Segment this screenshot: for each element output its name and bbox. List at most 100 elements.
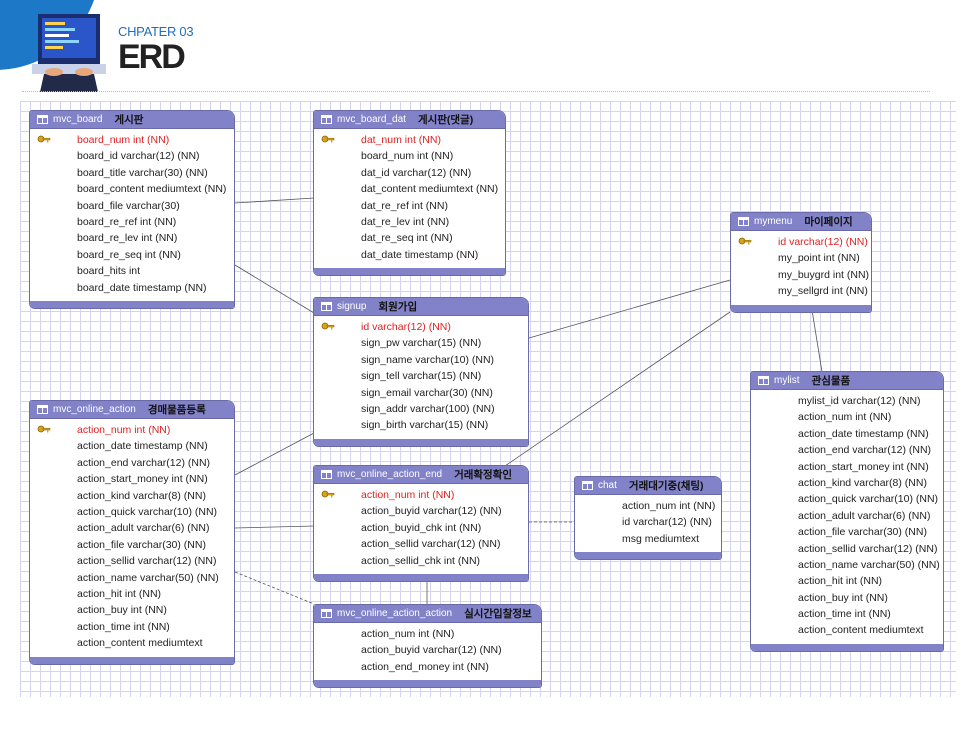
column-row[interactable]: action_content mediumtext xyxy=(30,635,234,651)
primary-key-column[interactable]: dat_num int (NN) xyxy=(314,132,505,148)
column-row[interactable]: action_num int (NN) xyxy=(575,498,721,514)
column-row[interactable]: action_sellid varchar(12) (NN) xyxy=(30,553,234,569)
table-label: 실시간입찰정보 xyxy=(464,608,532,620)
column-row[interactable]: action_sellid_chk int (NN) xyxy=(314,553,528,569)
column-row[interactable]: dat_date timestamp (NN) xyxy=(314,247,505,263)
column-row[interactable]: action_start_money int (NN) xyxy=(751,459,943,475)
column-row[interactable]: board_title varchar(30) (NN) xyxy=(30,165,234,181)
column-row[interactable]: dat_content mediumtext (NN) xyxy=(314,181,505,197)
primary-key-column[interactable]: id varchar(12) (NN) xyxy=(731,234,871,250)
column-row[interactable]: action_kind varchar(8) (NN) xyxy=(751,475,943,491)
primary-key-icon xyxy=(738,236,752,246)
column-row[interactable]: dat_re_seq int (NN) xyxy=(314,230,505,246)
table-icon xyxy=(582,481,593,490)
link-mymenu-actionend xyxy=(504,311,731,467)
column-row[interactable]: action_time int (NN) xyxy=(30,619,234,635)
column-row[interactable]: action_buyid_chk int (NN) xyxy=(314,520,528,536)
column-row[interactable]: action_adult varchar(6) (NN) xyxy=(751,508,943,524)
column-row[interactable]: action_quick varchar(10) (NN) xyxy=(30,504,234,520)
column-row[interactable]: action_time int (NN) xyxy=(751,606,943,622)
link-action-actionend xyxy=(234,525,315,529)
column-row[interactable]: action_date timestamp (NN) xyxy=(30,438,234,454)
column-row[interactable]: action_hit int (NN) xyxy=(30,586,234,602)
column-row[interactable]: action_start_money int (NN) xyxy=(30,471,234,487)
column-row[interactable]: my_buygrd int (NN) xyxy=(731,267,871,283)
column-text: dat_num int (NN) xyxy=(361,134,441,146)
column-row[interactable]: action_end varchar(12) (NN) xyxy=(30,455,234,471)
column-row[interactable]: msg mediumtext xyxy=(575,531,721,547)
column-row[interactable]: action_date timestamp (NN) xyxy=(751,426,943,442)
column-row[interactable]: action_file varchar(30) (NN) xyxy=(751,524,943,540)
column-row[interactable]: action_buyid varchar(12) (NN) xyxy=(314,642,541,658)
column-row[interactable]: sign_name varchar(10) (NN) xyxy=(314,352,528,368)
table-footer xyxy=(30,657,234,664)
column-row[interactable]: sign_pw varchar(15) (NN) xyxy=(314,335,528,351)
column-row[interactable]: sign_birth varchar(15) (NN) xyxy=(314,417,528,433)
column-text: action_kind varchar(8) (NN) xyxy=(77,489,206,502)
column-row[interactable]: board_hits int xyxy=(30,263,234,279)
column-row[interactable]: action_kind varchar(8) (NN) xyxy=(30,488,234,504)
column-row[interactable]: my_point int (NN) xyxy=(731,250,871,266)
column-row[interactable]: dat_re_ref int (NN) xyxy=(314,198,505,214)
column-row[interactable]: action_quick varchar(10) (NN) xyxy=(751,491,943,507)
column-row[interactable]: board_re_ref int (NN) xyxy=(30,214,234,230)
column-row[interactable]: dat_id varchar(12) (NN) xyxy=(314,165,505,181)
column-row[interactable]: action_adult varchar(6) (NN) xyxy=(30,520,234,536)
column-row[interactable]: action_end varchar(12) (NN) xyxy=(751,442,943,458)
column-row[interactable]: action_sellid varchar(12) (NN) xyxy=(314,536,528,552)
column-row[interactable]: action_hit int (NN) xyxy=(751,573,943,589)
primary-key-column[interactable]: action_num int (NN) xyxy=(314,487,528,503)
column-row[interactable]: board_re_lev int (NN) xyxy=(30,230,234,246)
column-row[interactable]: board_id varchar(12) (NN) xyxy=(30,148,234,164)
column-row[interactable]: action_sellid varchar(12) (NN) xyxy=(751,541,943,557)
column-row[interactable]: board_date timestamp (NN) xyxy=(30,280,234,296)
column-row[interactable]: mylist_id varchar(12) (NN) xyxy=(751,393,943,409)
column-row[interactable]: action_num int (NN) xyxy=(314,626,541,642)
column-row[interactable]: action_buy int (NN) xyxy=(30,602,234,618)
column-row[interactable]: action_end_money int (NN) xyxy=(314,659,541,675)
column-row[interactable]: board_file varchar(30) xyxy=(30,198,234,214)
column-row[interactable]: sign_tell varchar(15) (NN) xyxy=(314,368,528,384)
column-row[interactable]: action_file varchar(30) (NN) xyxy=(30,537,234,553)
column-row[interactable]: action_num int (NN) xyxy=(751,409,943,425)
column-row[interactable]: action_buyid varchar(12) (NN) xyxy=(314,503,528,519)
column-row[interactable]: my_sellgrd int (NN) xyxy=(731,283,871,299)
column-text: sign_name varchar(10) (NN) xyxy=(361,353,495,366)
primary-key-column[interactable]: board_num int (NN) xyxy=(30,132,234,148)
column-row[interactable]: board_num int (NN) xyxy=(314,148,505,164)
column-text: sign_tell varchar(15) (NN) xyxy=(361,370,482,383)
primary-key-column[interactable]: action_num int (NN) xyxy=(30,422,234,438)
column-row[interactable]: board_content mediumtext (NN) xyxy=(30,181,234,197)
column-row[interactable]: sign_email varchar(30) (NN) xyxy=(314,385,528,401)
column-row[interactable]: action_buy int (NN) xyxy=(751,590,943,606)
column-row[interactable]: action_name varchar(50) (NN) xyxy=(30,570,234,586)
column-text: action_sellid varchar(12) (NN) xyxy=(77,555,217,568)
column-row[interactable]: action_name varchar(50) (NN) xyxy=(751,557,943,573)
column-row[interactable]: board_re_seq int (NN) xyxy=(30,247,234,263)
column-row[interactable]: id varchar(12) (NN) xyxy=(575,514,721,530)
column-row[interactable]: dat_re_lev int (NN) xyxy=(314,214,505,230)
table-footer xyxy=(314,680,541,687)
column-row[interactable]: action_content mediumtext xyxy=(751,622,943,638)
column-row[interactable]: sign_addr varchar(100) (NN) xyxy=(314,401,528,417)
primary-key-column[interactable]: id varchar(12) (NN) xyxy=(314,319,528,335)
table-footer xyxy=(314,574,528,581)
